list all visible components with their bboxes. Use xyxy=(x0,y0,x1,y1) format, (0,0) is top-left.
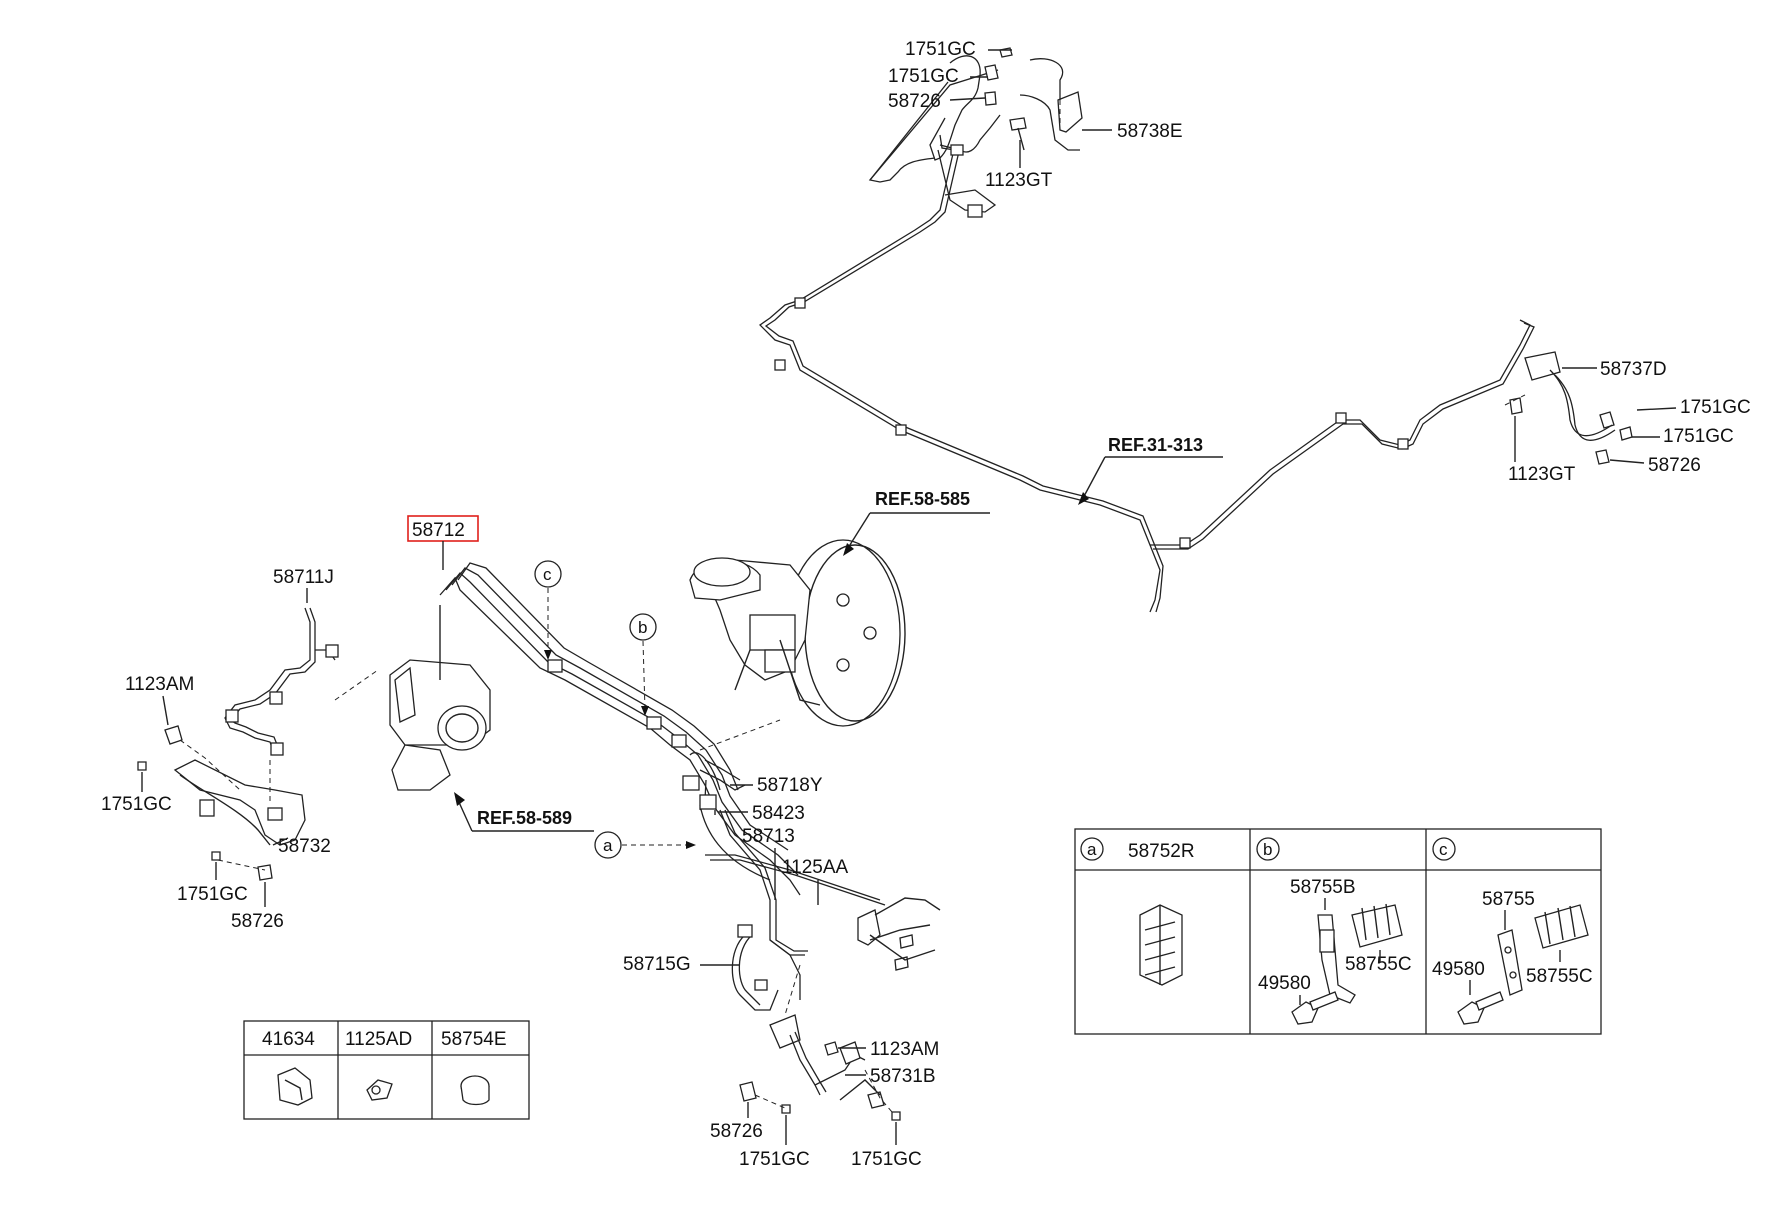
callout-a: a xyxy=(594,831,696,859)
clips-c-letter: c xyxy=(1439,840,1448,859)
clips-b-label-58755b: 58755B xyxy=(1290,877,1356,898)
top-labels: 1751GC 1751GC 58726 58738E 1123GT xyxy=(888,39,1183,191)
clips-table: a 58752R b c 58755B 58755C 49580 xyxy=(1074,828,1602,1035)
arrow-icon xyxy=(454,792,465,806)
clip-58755c-icon-b xyxy=(1351,903,1403,948)
table-header-58754e: 58754E xyxy=(441,1029,507,1050)
ref-58-585: REF.58-585 xyxy=(843,489,990,556)
clips-c-label-49580: 49580 xyxy=(1432,959,1485,980)
label-58738e: 58738E xyxy=(1117,121,1183,142)
front-left-labels: 58711J 1123AM 1751GC 58732 1751GC 58726 xyxy=(101,567,334,932)
clips-b-letter: b xyxy=(1263,840,1272,859)
table-header-41634: 41634 xyxy=(262,1029,315,1050)
label-1751gc-right-a: 1751GC xyxy=(1680,397,1751,418)
clip-58755c-icon-c xyxy=(1534,904,1589,949)
ref-31-313: REF.31-313 xyxy=(1078,435,1223,505)
label-1751gc-right-b: 1751GC xyxy=(1663,426,1734,447)
label-1751gc-top-b: 1751GC xyxy=(888,66,959,87)
clips-a-letter: a xyxy=(1087,840,1097,859)
bracket-58755b-icon xyxy=(1317,914,1356,1004)
leader xyxy=(949,97,986,101)
arrow-icon xyxy=(1078,492,1089,505)
callout-b-letter: b xyxy=(638,618,647,637)
leader xyxy=(1609,459,1645,464)
ref-leader xyxy=(457,799,473,832)
front-right-labels: 1123AM 58731B 58726 1751GC 1751GC xyxy=(710,1039,939,1170)
label-58726-bottom: 58726 xyxy=(710,1121,763,1142)
clips-b-label-49580: 49580 xyxy=(1258,973,1311,994)
label-58737d: 58737D xyxy=(1600,359,1667,380)
bolt-icon xyxy=(366,1079,393,1101)
label-1751gc-top-a: 1751GC xyxy=(905,39,976,60)
label-58726-top: 58726 xyxy=(888,91,941,112)
ref-label-31-313: REF.31-313 xyxy=(1108,435,1203,455)
label-58713: 58713 xyxy=(742,826,795,847)
label-1751gc-bottom-b: 1751GC xyxy=(851,1149,922,1170)
label-1123gt-top: 1123GT xyxy=(985,170,1053,191)
arrow-icon xyxy=(544,650,552,660)
grommet-icon xyxy=(460,1075,490,1106)
arrow-icon xyxy=(641,706,649,716)
arrow-icon xyxy=(686,841,696,849)
table-header-1125ad: 1125AD xyxy=(345,1029,412,1050)
rear-brake-line-top xyxy=(758,47,1535,613)
ref-label-58-585: REF.58-585 xyxy=(875,489,970,509)
main-brake-tubes xyxy=(439,562,941,1016)
clip-icon xyxy=(277,1067,313,1106)
label-58423: 58423 xyxy=(752,803,805,824)
label-58718y: 58718Y xyxy=(757,775,823,796)
rear-right-fittings: 58737D 1751GC 1751GC 1123GT 58726 xyxy=(1504,351,1751,485)
ref-leader xyxy=(1081,456,1106,501)
clips-c-label-58755c: 58755C xyxy=(1526,966,1593,987)
front-left-line xyxy=(137,607,379,881)
clips-b-label-58755c: 58755C xyxy=(1345,954,1412,975)
label-58731b: 58731B xyxy=(870,1066,936,1087)
arrow-icon xyxy=(843,543,854,556)
abs-hydraulic-unit xyxy=(389,605,491,791)
label-58711j: 58711J xyxy=(273,567,334,588)
label-58715g: 58715G xyxy=(623,954,691,975)
leader xyxy=(1636,407,1677,411)
leader xyxy=(162,695,169,726)
callout-c: c xyxy=(534,560,562,660)
label-1123gt-right: 1123GT xyxy=(1508,464,1576,485)
ref-label-58-589: REF.58-589 xyxy=(477,808,572,828)
clips-a-header: 58752R xyxy=(1128,841,1195,862)
ref-58-589: REF.58-589 xyxy=(454,792,594,832)
bracket-58755-icon xyxy=(1497,929,1523,996)
label-58712: 58712 xyxy=(412,520,465,541)
brake-booster xyxy=(689,539,906,727)
clip-58752r-icon xyxy=(1139,904,1183,986)
label-58712-group: 58712 xyxy=(407,515,479,570)
callout-b: b xyxy=(629,613,657,716)
front-right-line xyxy=(739,1014,901,1121)
label-58732: 58732 xyxy=(278,836,331,857)
bolt-49580-icon-b xyxy=(1291,991,1339,1025)
label-1125aa: 1125AA xyxy=(782,857,849,878)
leader xyxy=(272,837,289,846)
label-58726-left: 58726 xyxy=(231,911,284,932)
bolt-49580-icon-c xyxy=(1457,991,1504,1025)
label-1123am-bottom: 1123AM xyxy=(870,1039,939,1060)
callout-c-letter: c xyxy=(543,565,552,584)
label-1123am-left: 1123AM xyxy=(125,674,194,695)
small-parts-table: 41634 1125AD 58754E xyxy=(243,1020,530,1120)
label-1751gc-left-b: 1751GC xyxy=(177,884,248,905)
label-58726-right: 58726 xyxy=(1648,455,1701,476)
callout-a-letter: a xyxy=(603,836,613,855)
ref-leader xyxy=(847,512,871,549)
label-1751gc-left: 1751GC xyxy=(101,794,172,815)
mid-labels: 58718Y 58423 58713 1125AA 58715G xyxy=(623,775,849,975)
clips-c-label-58755: 58755 xyxy=(1482,889,1535,910)
label-1751gc-bottom-a: 1751GC xyxy=(739,1149,810,1170)
